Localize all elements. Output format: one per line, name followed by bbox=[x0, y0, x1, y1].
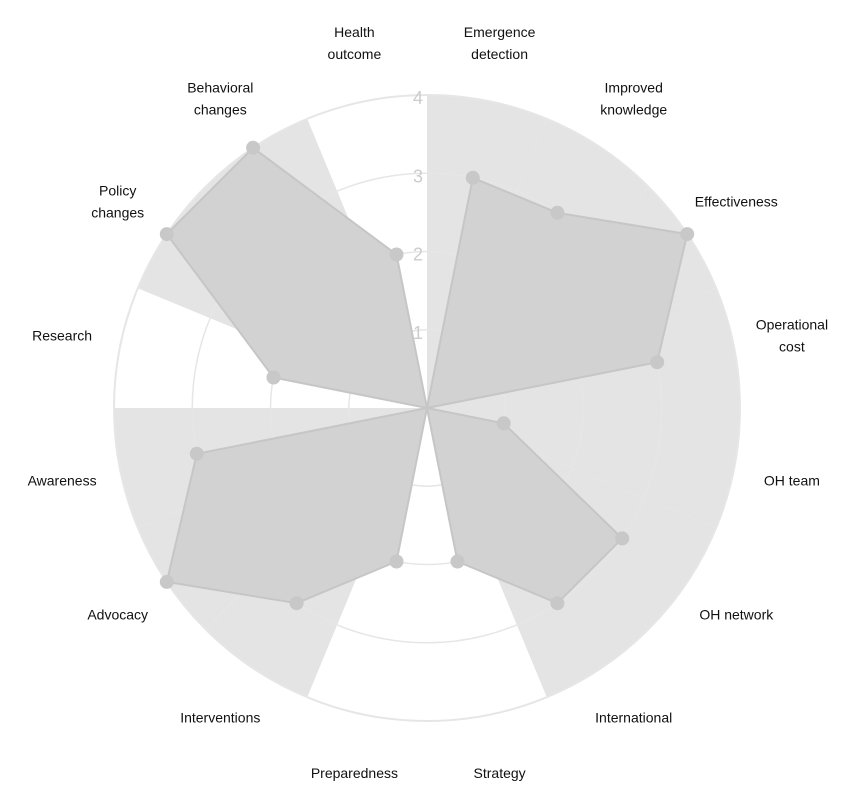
data-point-1 bbox=[465, 170, 480, 185]
spoke-label-6: OH network bbox=[699, 607, 774, 623]
spoke-label-11: Advocacy bbox=[87, 607, 148, 623]
tick-label-3: 3 bbox=[413, 166, 423, 186]
data-point-16 bbox=[389, 247, 404, 262]
grid-circle-4 bbox=[113, 94, 741, 722]
spoke-label-3: Effectiveness bbox=[695, 193, 778, 209]
data-polygon-layer bbox=[165, 146, 689, 605]
spoke-label-9: Preparedness bbox=[311, 765, 398, 781]
spoke-label-12: Awareness bbox=[28, 473, 97, 489]
grid-circle-1 bbox=[348, 329, 506, 487]
spoke-label-8: Strategy bbox=[474, 765, 526, 781]
data-points bbox=[159, 140, 695, 611]
data-point-12 bbox=[189, 446, 204, 461]
grid-circle-3 bbox=[191, 172, 663, 644]
tick-label-4: 4 bbox=[413, 88, 423, 108]
data-point-5 bbox=[496, 416, 511, 431]
data-point-9 bbox=[389, 554, 404, 569]
spoke-label-5: OH team bbox=[764, 473, 820, 489]
data-point-13 bbox=[266, 370, 281, 385]
tick-label-2: 2 bbox=[413, 245, 423, 265]
data-point-4 bbox=[650, 355, 665, 370]
spoke-label-13: Research bbox=[32, 327, 92, 343]
data-polygon bbox=[165, 146, 689, 605]
spoke-label-10: Interventions bbox=[180, 709, 260, 725]
tick-label-1: 1 bbox=[413, 323, 423, 343]
data-point-15 bbox=[246, 140, 261, 155]
data-point-14 bbox=[159, 227, 174, 242]
data-point-8 bbox=[450, 554, 465, 569]
data-point-10 bbox=[289, 596, 304, 611]
grid-circles bbox=[113, 94, 741, 722]
spoke-label-7: International bbox=[595, 709, 672, 725]
data-point-6 bbox=[615, 531, 630, 546]
data-point-2 bbox=[550, 205, 565, 220]
grid-circle-2 bbox=[269, 250, 585, 566]
radial-tick-labels: 1 2 3 4 bbox=[413, 88, 423, 343]
data-point-3 bbox=[680, 227, 695, 242]
data-point-7 bbox=[550, 596, 565, 611]
data-point-11 bbox=[159, 574, 174, 589]
